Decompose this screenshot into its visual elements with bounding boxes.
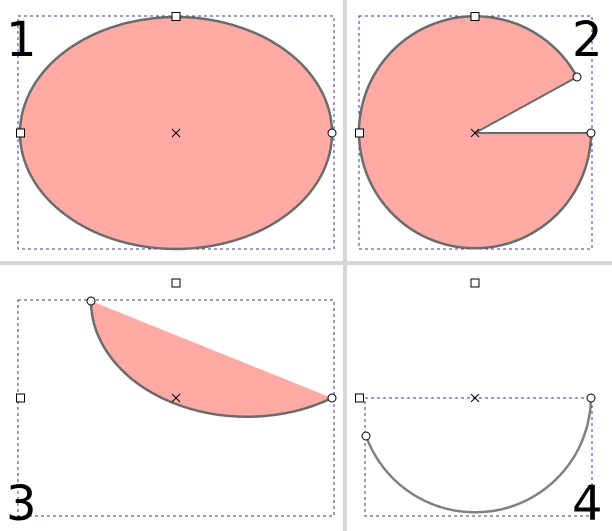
circle-handle-icon[interactable] (586, 128, 596, 138)
panel-2: 2 (355, 12, 603, 250)
panel-number: 2 (572, 12, 603, 68)
circle-handle-icon[interactable] (586, 393, 596, 403)
circle-handle-icon[interactable] (327, 128, 337, 138)
square-handle-icon[interactable] (470, 12, 480, 21)
circle-handle-icon[interactable] (327, 393, 337, 403)
panel-number: 3 (6, 476, 37, 531)
panel-3: 3 (6, 278, 337, 531)
bounding-box (17, 299, 335, 517)
circle-handle-icon[interactable] (361, 431, 371, 441)
panel-number: 1 (6, 12, 37, 68)
panel-4: 4 (355, 278, 603, 531)
pie-arc[interactable] (357, 15, 593, 250)
x-center-icon[interactable] (470, 128, 480, 138)
circle-handle-icon[interactable] (86, 296, 96, 306)
bounding-box (364, 397, 593, 517)
square-handle-icon[interactable] (16, 128, 25, 138)
square-handle-icon[interactable] (171, 12, 181, 21)
horizontal-divider (0, 261, 612, 265)
square-handle-icon[interactable] (355, 393, 364, 403)
panel-1: 1 (6, 12, 337, 251)
chord-arc[interactable] (89, 300, 333, 418)
x-center-icon[interactable] (171, 393, 181, 403)
circle-handle-icon[interactable] (572, 72, 582, 82)
chord-fill[interactable] (91, 301, 332, 417)
panel-number: 4 (572, 476, 603, 531)
square-handle-icon[interactable] (16, 393, 25, 403)
open-arc-path[interactable] (364, 397, 593, 514)
x-center-icon[interactable] (470, 393, 480, 403)
square-handle-icon[interactable] (171, 278, 181, 288)
square-handle-icon[interactable] (355, 128, 364, 138)
x-center-icon[interactable] (171, 128, 181, 138)
square-handle-icon[interactable] (470, 278, 480, 288)
vertical-divider (343, 0, 347, 531)
